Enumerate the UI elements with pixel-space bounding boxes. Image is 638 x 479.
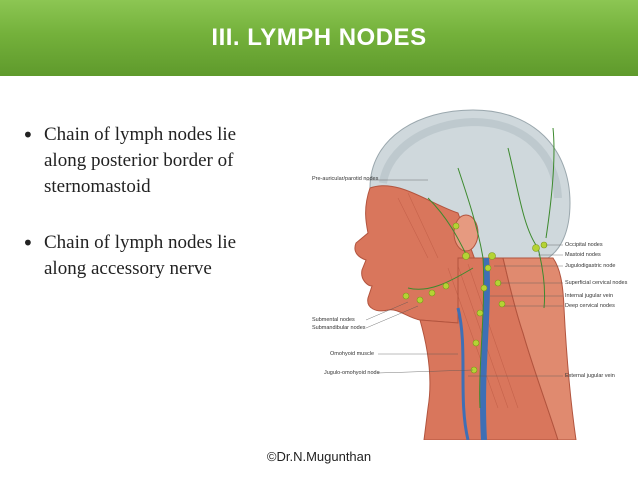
label-occipital-nodes: Occipital nodes	[565, 242, 603, 248]
label-submental-nodes: Submental nodes	[312, 317, 355, 323]
label-jugulodigastric-node: Jugulodigastric node	[565, 263, 616, 269]
bullet-text: Chain of lymph nodes lie along accessory…	[44, 232, 237, 279]
head-neck-drawing	[354, 109, 577, 441]
bullet-item: • Chain of lymph nodes lie along accesso…	[18, 230, 308, 282]
label-superficial-cervical-nodes: Superficial cervical nodes	[565, 280, 628, 286]
slide-title: III. LYMPH NODES	[211, 24, 427, 51]
lymph-node-illustration: Pre-auricular/parotid nodes Occipital no…	[308, 108, 630, 441]
title-bar: III. LYMPH NODES	[0, 0, 638, 76]
label-preauricular-nodes: Pre-auricular/parotid nodes	[312, 176, 379, 182]
label-mastoid-nodes: Mastoid nodes	[565, 252, 601, 258]
bullet-icon: •	[22, 231, 34, 255]
label-jugulo-omohyoid-node: Jugulo-omohyoid node	[324, 370, 380, 376]
label-external-jugular-vein: External jugular vein	[565, 373, 615, 379]
author-credit: ©Dr.N.Mugunthan	[266, 449, 372, 464]
label-deep-cervical-nodes: Deep cervical nodes	[565, 303, 615, 309]
label-submandibular-nodes: Submandibular nodes	[312, 325, 366, 331]
label-internal-jugular-vein: Internal jugular vein	[565, 293, 614, 299]
bullet-text: Chain of lymph nodes lie along posterior…	[44, 124, 237, 197]
bullet-icon: •	[22, 123, 34, 147]
bullet-item: • Chain of lymph nodes lie along posteri…	[18, 122, 308, 200]
bullet-list: • Chain of lymph nodes lie along posteri…	[18, 122, 308, 312]
label-omohyoid-muscle: Omohyoid muscle	[330, 351, 375, 357]
